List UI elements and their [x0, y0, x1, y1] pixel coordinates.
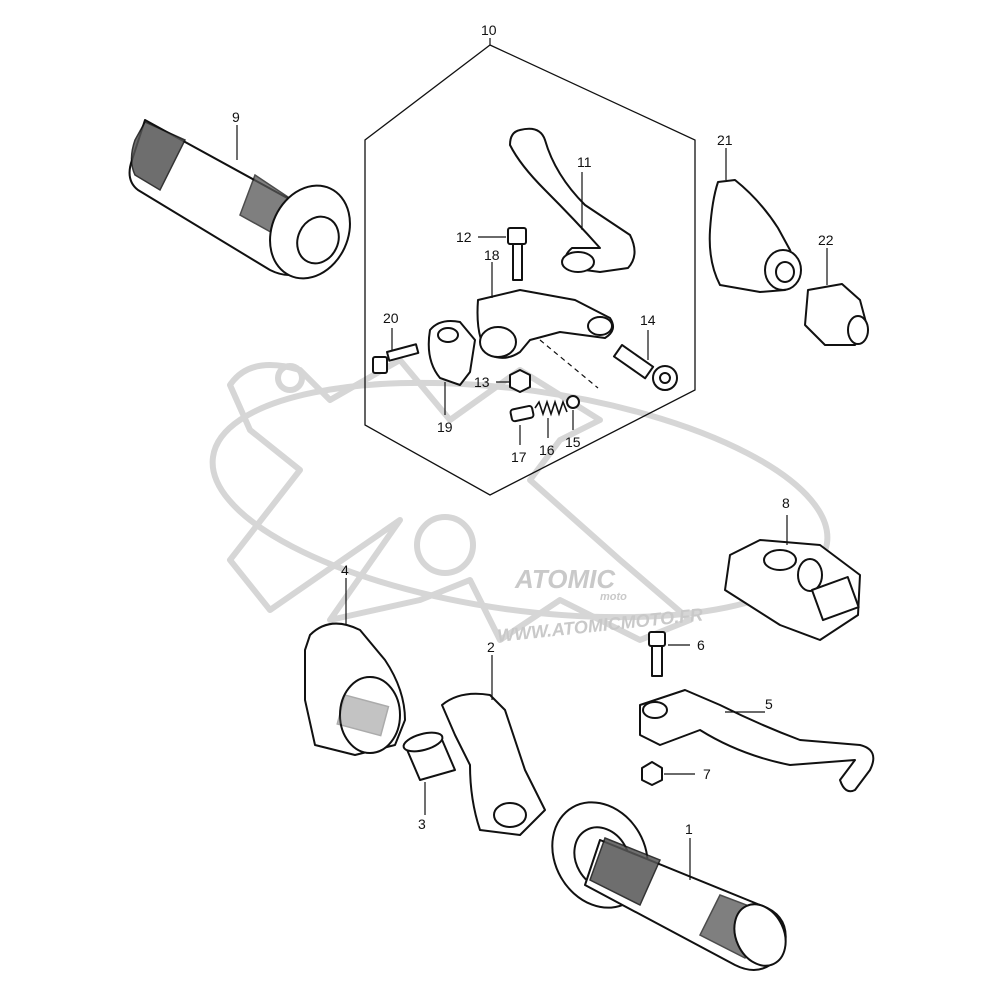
- callout-10: 10: [481, 22, 497, 38]
- part-13-nut: 13: [474, 369, 531, 393]
- callout-19: 19: [437, 419, 453, 435]
- part-9-left-grip: 9: [128, 109, 351, 280]
- part-4-throttle-housing: 4: [304, 562, 406, 756]
- callout-15: 15: [565, 434, 581, 450]
- callout-18: 18: [484, 247, 500, 263]
- part-8-switch-housing: 8: [724, 495, 861, 641]
- callout-6: 6: [697, 637, 705, 653]
- part-3-collar: 3: [402, 731, 456, 832]
- part-15-ball: 15: [565, 395, 581, 450]
- callout-13: 13: [474, 374, 490, 390]
- part-11-lever: 11: [509, 127, 636, 273]
- part-5-clutch-lever: 5: [639, 689, 875, 793]
- part-16-spring: 16: [534, 399, 568, 458]
- part-20-bolt: 20: [372, 310, 420, 374]
- part-17-pin: 17: [509, 404, 535, 465]
- part-21-cable-cover: 21: [708, 132, 802, 293]
- callout-12: 12: [456, 229, 472, 245]
- watermark-logo: ATOMIC moto WWW.ATOMICMOTO.FR: [209, 357, 831, 646]
- part-19-clamp: 19: [427, 320, 476, 435]
- callout-3: 3: [418, 816, 426, 832]
- callout-11: 11: [577, 154, 592, 170]
- part-2-throttle-tube: 2: [441, 639, 546, 836]
- callout-8: 8: [782, 495, 790, 511]
- callout-17: 17: [511, 449, 527, 465]
- part-18-perch: 18: [476, 247, 615, 389]
- assembly-outline: [364, 44, 696, 496]
- callout-9: 9: [232, 109, 240, 125]
- callout-4: 4: [341, 562, 349, 578]
- part-14-adjuster: 14: [612, 312, 678, 391]
- callout-16: 16: [539, 442, 555, 458]
- part-1-right-grip: 1: [551, 801, 787, 971]
- part-6-bolt: 6: [648, 631, 705, 677]
- callout-21: 21: [717, 132, 733, 148]
- watermark-sub: moto: [600, 591, 627, 603]
- callout-14: 14: [640, 312, 656, 328]
- callout-20: 20: [383, 310, 399, 326]
- callout-1: 1: [685, 821, 693, 837]
- callout-22: 22: [818, 232, 834, 248]
- part-12-bolt: 12: [456, 227, 527, 281]
- callout-2: 2: [487, 639, 495, 655]
- watermark-brand: ATOMIC: [514, 564, 616, 594]
- part-7-nut: 7: [641, 761, 711, 786]
- callout-5: 5: [765, 696, 773, 712]
- callout-7: 7: [703, 766, 711, 782]
- part-22-adjuster: 22: [804, 232, 869, 346]
